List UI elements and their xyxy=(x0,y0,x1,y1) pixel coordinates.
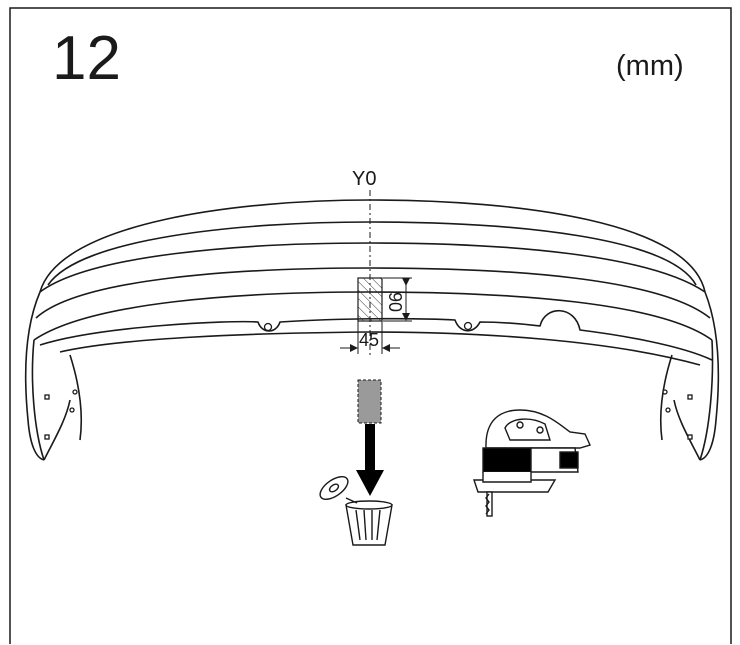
removed-piece xyxy=(357,379,382,424)
centerline-label: Y0 xyxy=(352,168,376,190)
unit-label: (mm) xyxy=(616,50,684,82)
cutout-area xyxy=(357,277,383,322)
mount-holes xyxy=(44,321,693,440)
step-number: 12 xyxy=(52,24,121,93)
width-dimension-label: 45 xyxy=(359,330,379,350)
height-dimension xyxy=(383,277,412,322)
height-dimension-label: 90 xyxy=(385,292,405,312)
trash-can-icon xyxy=(319,476,393,546)
width-dimension xyxy=(340,321,400,354)
jigsaw-icon xyxy=(473,409,591,517)
frame-border xyxy=(9,7,732,644)
arrow-down-icon xyxy=(356,424,384,496)
